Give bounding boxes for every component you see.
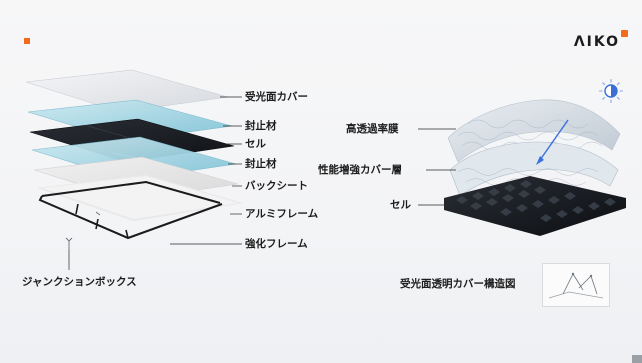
label-junction-box: ジャンクションボックス xyxy=(22,276,137,288)
layer-reinforced-frame xyxy=(41,180,221,204)
light-ray xyxy=(539,119,569,161)
label-right-cell: セル xyxy=(390,199,411,211)
thumbnail-ray-diagram xyxy=(548,272,604,299)
label-encapsulant-bottom: 封止材 xyxy=(245,158,277,170)
brand-logo: ΛIKO xyxy=(573,34,620,50)
brand-logo-accent xyxy=(621,30,628,37)
right-high-transmittance-film xyxy=(447,99,621,163)
label-aluminum-frame: アルミフレーム xyxy=(245,208,319,220)
brand-accent-square xyxy=(24,38,30,44)
label-reinforced-frame: 強化フレーム xyxy=(245,238,308,250)
brightness-icon xyxy=(598,78,624,104)
structure-thumbnail xyxy=(542,263,610,307)
caption-transparent-cover: 受光面透明カバー構造図 xyxy=(400,278,516,290)
label-high-transmittance-film: 高透過率膜 xyxy=(346,123,399,135)
right-enhancement-layer xyxy=(449,141,619,197)
junction-box xyxy=(65,211,101,249)
label-enhancement-layer: 性能増強カバー層 xyxy=(318,164,402,176)
label-backsheet: バックシート xyxy=(245,180,308,192)
label-cell: セル xyxy=(245,138,266,150)
corner-handle xyxy=(632,355,642,363)
label-front-cover: 受光面カバー xyxy=(245,91,308,103)
label-encapsulant-top: 封止材 xyxy=(245,120,277,132)
